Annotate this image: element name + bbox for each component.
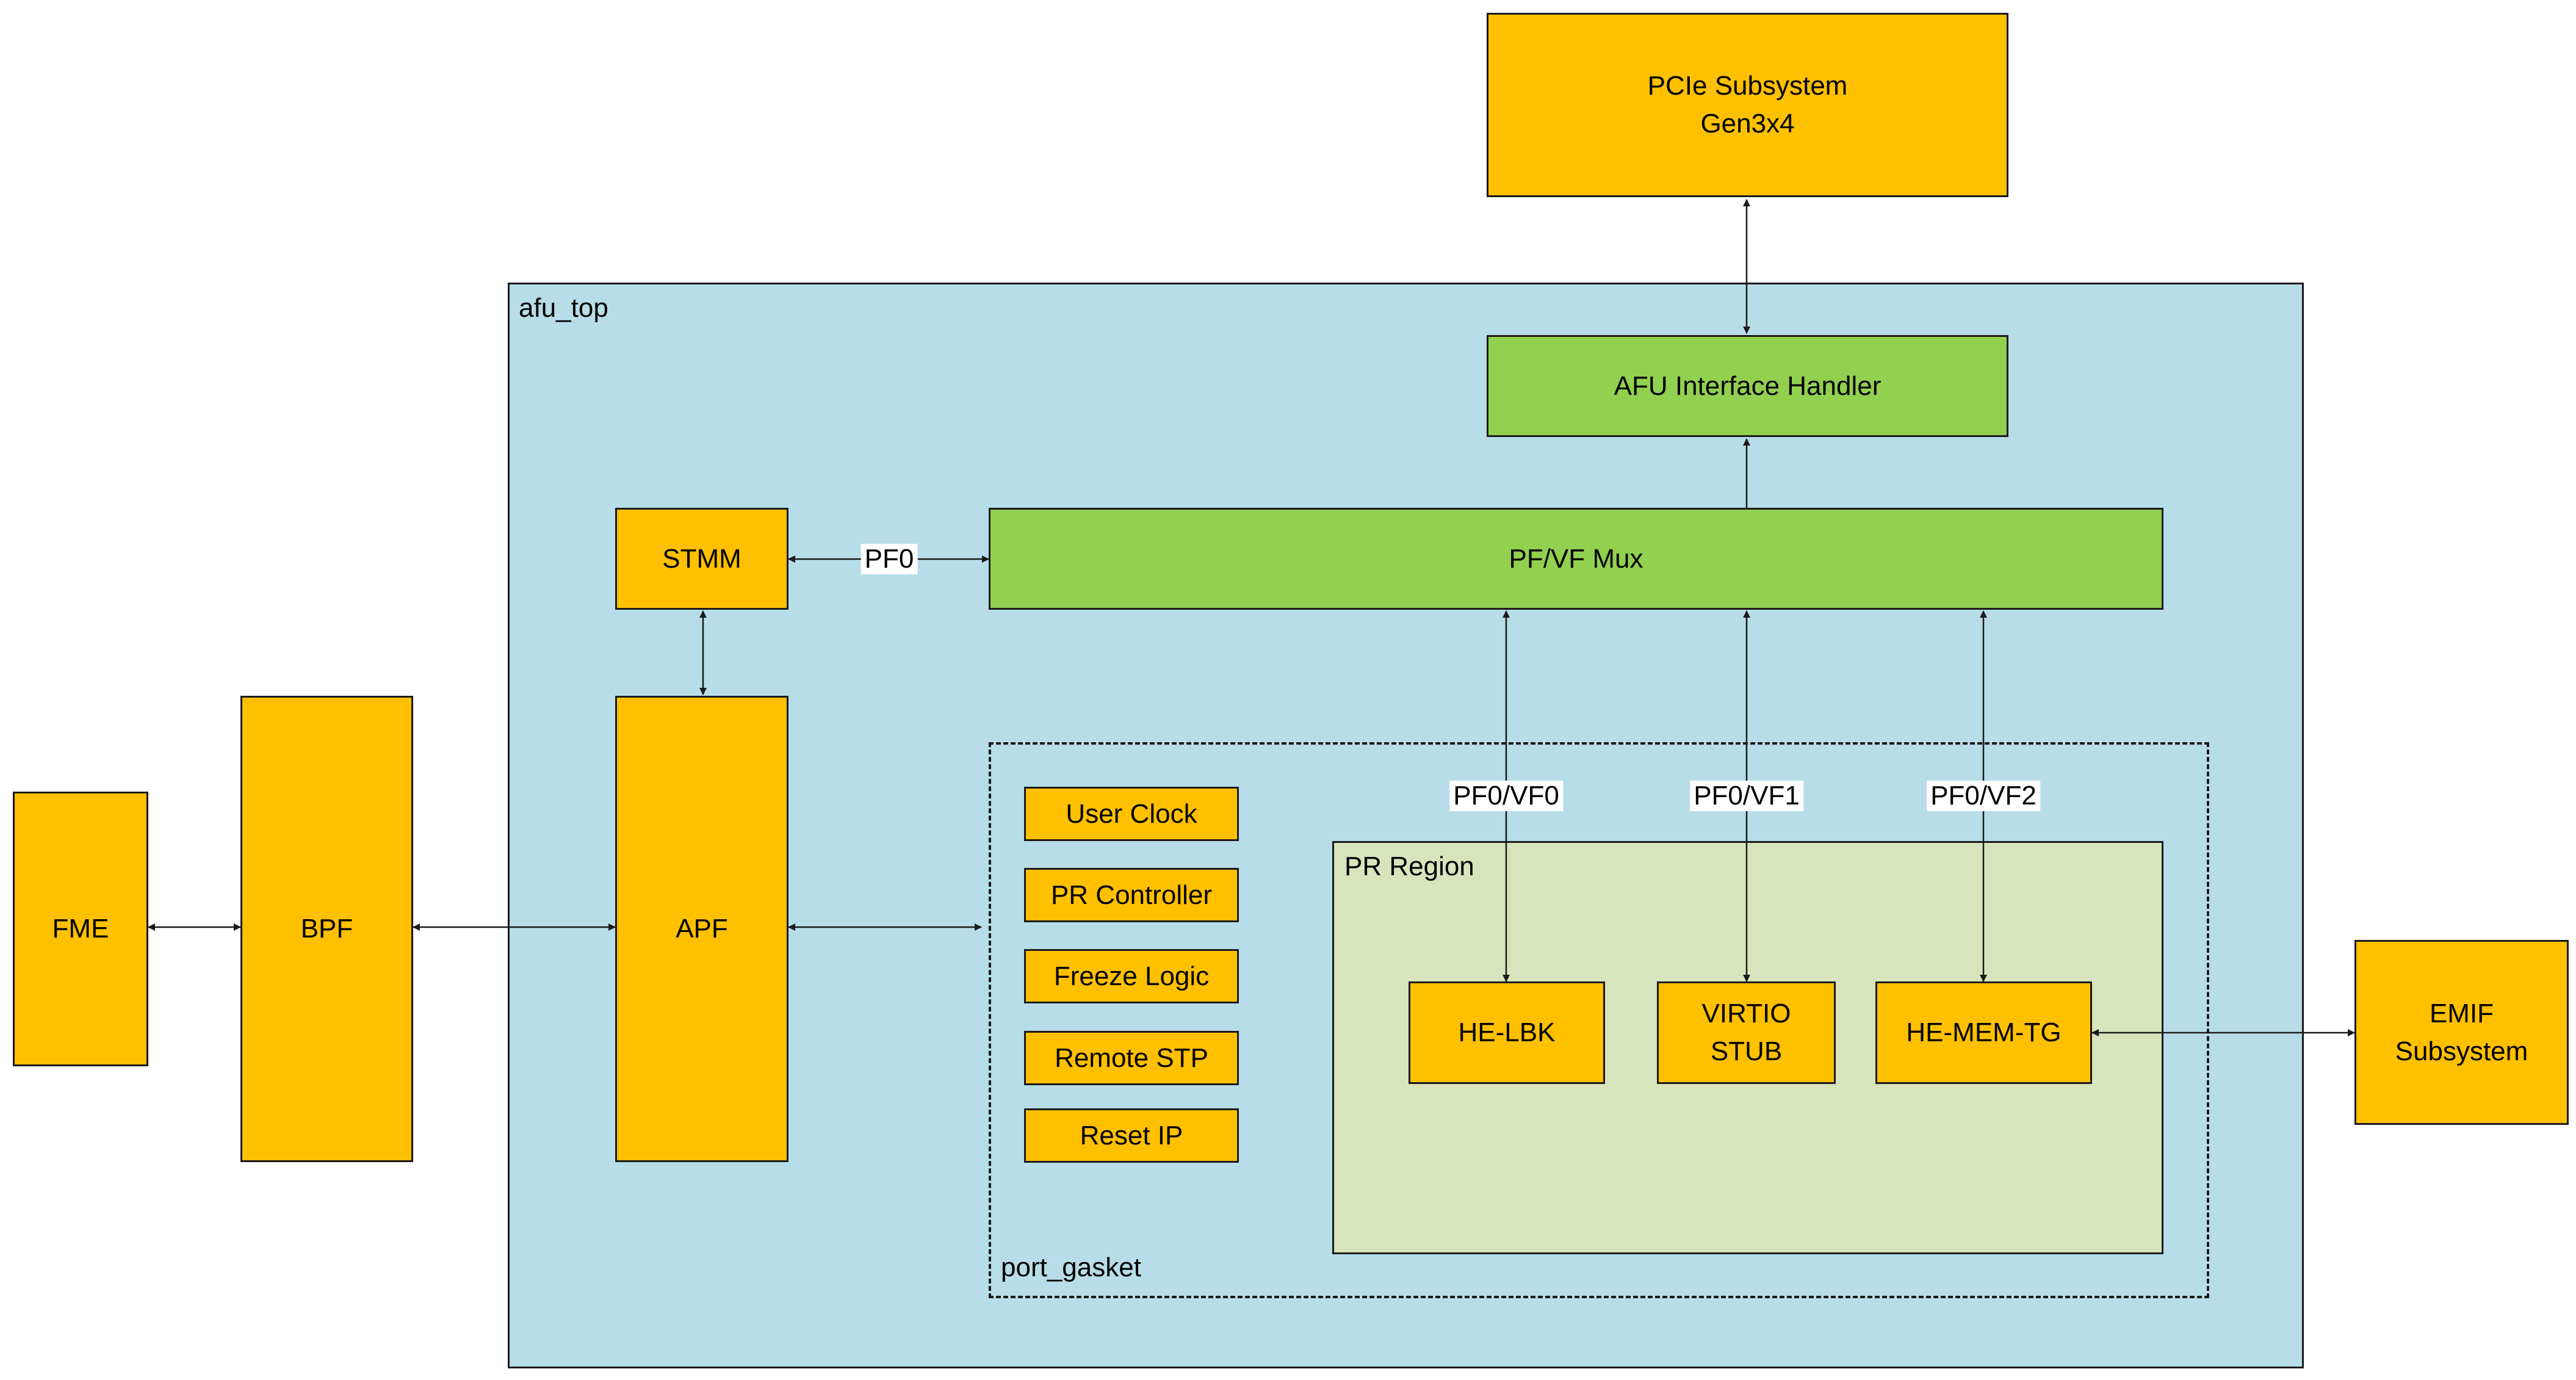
pr-region-label: PR Region <box>1344 851 1474 881</box>
link-label-pf0: PF0 <box>860 544 918 574</box>
stmm-block: STMM <box>615 508 788 610</box>
he-mem-tg-block: HE-MEM-TG <box>1875 981 2092 1084</box>
link-label-pf0-vf0: PF0/VF0 <box>1449 781 1563 811</box>
pf-vf-mux-block: PF/VF Mux <box>989 508 2163 610</box>
fme-block: FME <box>13 792 148 1066</box>
link-label-pf0-vf1: PF0/VF1 <box>1690 781 1803 811</box>
port-gasket-label: port_gasket <box>1001 1252 1141 1282</box>
pr-controller-block: PR Controller <box>1024 868 1239 922</box>
emif-subsystem-block: EMIF Subsystem <box>2354 940 2569 1125</box>
remote-stp-block: Remote STP <box>1024 1031 1239 1085</box>
reset-ip-block: Reset IP <box>1024 1108 1239 1163</box>
afu-top-label: afu_top <box>519 293 608 323</box>
afu-interface-handler-block: AFU Interface Handler <box>1487 335 2008 437</box>
user-clock-block: User Clock <box>1024 787 1239 841</box>
he-lbk-block: HE-LBK <box>1409 981 1605 1084</box>
pcie-subsystem-block: PCIe Subsystem Gen3x4 <box>1487 13 2008 197</box>
link-label-pf0-vf2: PF0/VF2 <box>1927 781 2040 811</box>
freeze-logic-block: Freeze Logic <box>1024 949 1239 1003</box>
virtio-stub-block: VIRTIO STUB <box>1657 981 1836 1084</box>
apf-block: APF <box>615 696 788 1162</box>
port-gasket-region <box>989 742 2209 1298</box>
bpf-block: BPF <box>240 696 413 1162</box>
